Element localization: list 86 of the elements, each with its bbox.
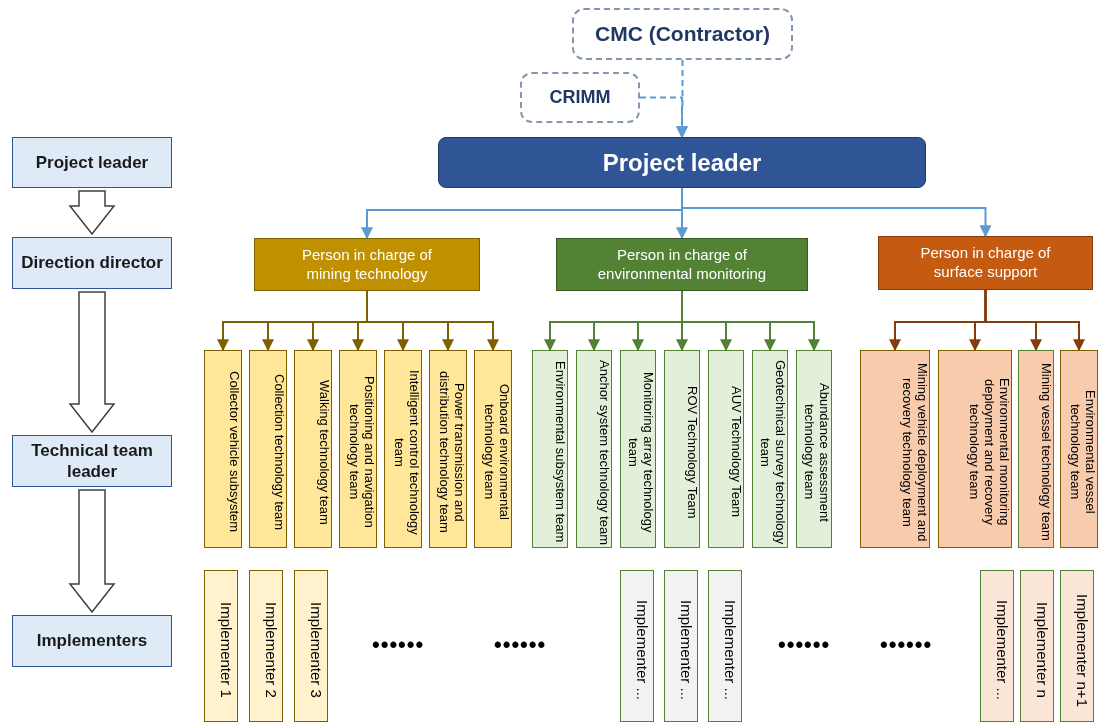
implementer-box	[708, 570, 742, 722]
node-label: ROV Technology Team	[684, 385, 699, 519]
node-label: Project leader	[35, 151, 149, 174]
team-box	[384, 350, 422, 548]
node-label: Project leader	[602, 147, 762, 178]
ellipsis-dots: ••••••	[494, 631, 547, 659]
node-label: Implementer 1	[217, 602, 236, 698]
team-box	[204, 350, 242, 548]
team-box	[1018, 350, 1054, 548]
node-label: Person in charge of environmental monitoring	[596, 245, 768, 284]
node-label: Walking technology team	[316, 379, 331, 525]
node-label: Implementer 3	[307, 602, 326, 698]
team-box	[708, 350, 744, 548]
node-label: Implementer n+1	[1073, 593, 1092, 707]
ellipsis-dots: ••••••	[372, 631, 425, 659]
node-label: Environmental subsystem team	[552, 361, 567, 543]
node-label: Implementer ...	[633, 599, 652, 700]
team-box	[752, 350, 788, 548]
implementer-box	[204, 570, 238, 722]
node-label: Onboard environmental technology team	[481, 383, 511, 522]
arrow	[366, 290, 499, 352]
node-label: Direction director	[21, 252, 163, 274]
ellipsis-dots: ••••••	[778, 631, 831, 659]
level-box	[12, 237, 172, 289]
team-box	[532, 350, 568, 548]
node-label: CMC (Contractor)	[595, 21, 770, 48]
level-box	[12, 615, 172, 667]
node-label: Monitoring array technology team	[625, 370, 655, 535]
node-label: Implementer ...	[677, 599, 696, 700]
role-box	[556, 238, 808, 291]
team-box	[429, 350, 467, 548]
block-arrow	[68, 291, 116, 434]
node-label: Implementer ...	[993, 599, 1012, 700]
ellipsis-dots: ••••••	[880, 631, 933, 659]
node-label: Intelligent control technology team	[391, 368, 421, 537]
node-label: CRIMM	[549, 86, 611, 109]
implementer-box	[1060, 570, 1094, 722]
team-box	[339, 350, 377, 548]
node-label: AUV Technology Team	[728, 386, 743, 518]
node-label: Power transmission and distribution technology team	[436, 370, 466, 535]
dashed-box	[520, 72, 640, 123]
team-box	[860, 350, 930, 548]
team-box	[620, 350, 656, 548]
block-arrow	[68, 190, 116, 236]
role-box	[254, 238, 480, 291]
arrow	[681, 187, 992, 238]
team-box	[294, 350, 332, 548]
arrow	[984, 289, 1085, 352]
level-box	[12, 435, 172, 487]
node-label: Abundance assessment technology team	[801, 381, 831, 524]
node-label: Environmental vessel technology team	[1067, 389, 1097, 516]
block-arrow	[68, 489, 116, 614]
node-label: Geotechnical survey technology team	[757, 358, 787, 547]
role-box	[878, 236, 1093, 290]
node-label: Implementers	[36, 630, 148, 652]
leader-box	[438, 137, 926, 188]
implementer-box	[664, 570, 698, 722]
node-label: Person in charge of mining technology	[300, 245, 434, 284]
node-label: Implementer 2	[262, 602, 281, 698]
team-box	[249, 350, 287, 548]
implementer-box	[294, 570, 328, 722]
arrow	[681, 290, 820, 352]
node-label: Implementer ...	[721, 599, 740, 700]
node-label: Mining vessel technology team	[1038, 363, 1053, 541]
node-label: Collection technology team	[271, 373, 286, 531]
implementer-box	[980, 570, 1014, 722]
node-label: Collector vehicle subsystem	[226, 371, 241, 533]
node-label: Environmental monitoring deployment and recovery technology team	[966, 377, 1011, 528]
node-label: Implementer n	[1033, 602, 1052, 698]
node-label: Anchor system technology team	[596, 359, 611, 545]
node-label: Technical team leader	[30, 439, 154, 483]
team-box	[576, 350, 612, 548]
implementer-box	[249, 570, 283, 722]
team-box	[796, 350, 832, 548]
implementer-box	[620, 570, 654, 722]
team-box	[474, 350, 512, 548]
team-box	[938, 350, 1012, 548]
implementer-box	[1020, 570, 1054, 722]
dashed-box	[572, 8, 793, 60]
team-box	[664, 350, 700, 548]
node-label: Mining vehicle deployment and recovery technology team	[899, 361, 929, 544]
node-label: Person in charge of surface support	[919, 244, 1052, 282]
level-box	[12, 137, 172, 188]
node-label: Positioning and navigation technology team	[346, 375, 376, 530]
arrow	[639, 96, 688, 139]
team-box	[1060, 350, 1098, 548]
